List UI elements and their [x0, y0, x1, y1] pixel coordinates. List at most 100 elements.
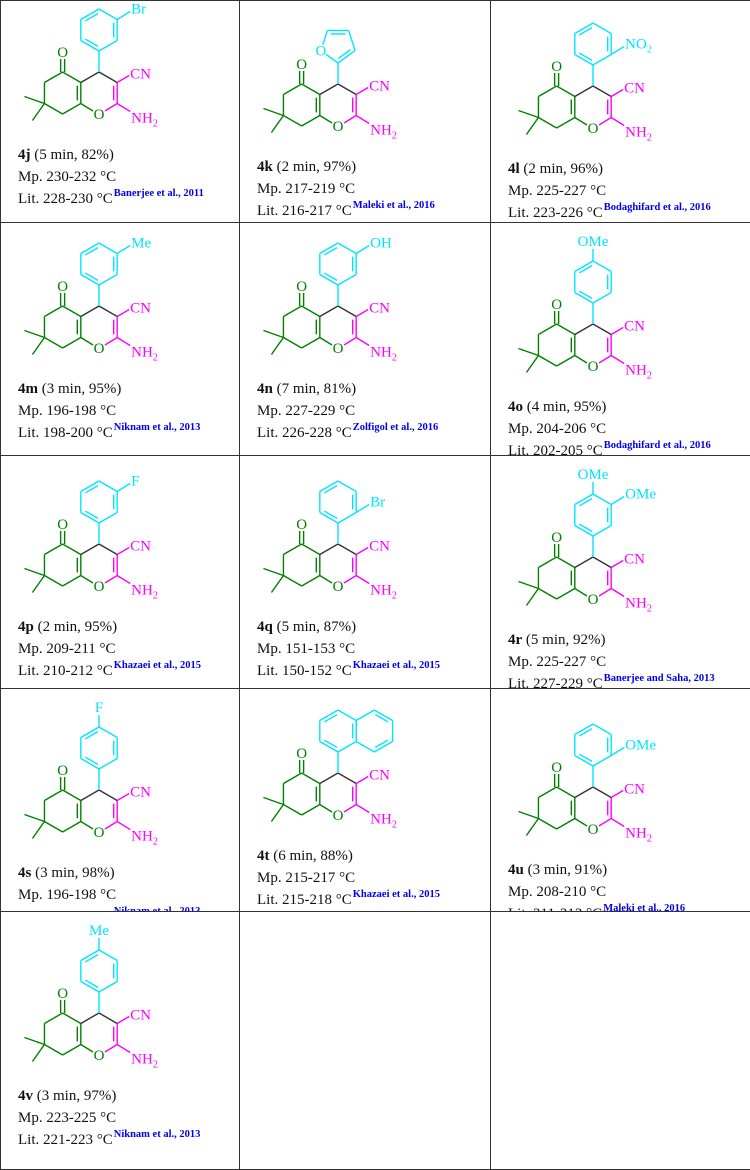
bond-c3-c4 [338, 773, 356, 784]
methyl-bond [518, 812, 538, 819]
substituent-para-label: OMe [578, 234, 609, 250]
bond-c4a-c5 [63, 306, 81, 317]
furan-bond [323, 30, 328, 44]
bond-c8a-o [320, 116, 332, 124]
substituent-meta-label: F [131, 474, 139, 490]
substituent-ortho-label: Br [370, 495, 385, 511]
bond-c7-c8 [283, 805, 301, 816]
aryl-ring-double-bond [85, 732, 98, 739]
cyano-label: CN [130, 301, 151, 317]
bond-o-c2 [599, 589, 611, 597]
bond-c3-c4 [593, 86, 611, 97]
aryl-ring-bond [99, 727, 117, 738]
bond-c3-c4 [338, 306, 356, 317]
aryl-ring-bond [99, 41, 117, 52]
literature-mp: Lit. 223-226 °CBodaghifard et al., 2016 [508, 202, 711, 223]
bond-c5-c6 [283, 84, 301, 95]
substituent-para-label: Me [89, 923, 109, 939]
literature-value: Lit. 227-229 °C [508, 676, 603, 689]
methyl-bond [271, 576, 283, 593]
aryl-ring-bond [99, 243, 117, 254]
substituent-text: F [95, 700, 103, 716]
bond-c8a-o [81, 338, 93, 346]
bond-c8a-o [81, 576, 93, 584]
amino-label: NH2 [625, 826, 652, 845]
aryl-ring-bond [593, 494, 611, 505]
bond-c4a-c5 [302, 773, 320, 784]
amino-subscript: 2 [392, 820, 397, 831]
bond-c3-c4 [338, 84, 356, 95]
bond-c8-c8a [557, 356, 575, 367]
reaction-conditions: (6 min, 88%) [273, 848, 353, 864]
bond-c3-cn [117, 310, 129, 317]
bond-c4-c4a [81, 306, 99, 317]
substituent-meta-label: Br [131, 2, 146, 18]
cyano-label: CN [130, 1008, 151, 1024]
bond-c3-cn [117, 76, 129, 83]
bond-o-c2 [105, 822, 117, 830]
bond-c4-c4a [320, 544, 338, 555]
compound-heading: 4j (5 min, 82%) [18, 144, 204, 166]
compound-heading: 4v (3 min, 97%) [18, 1085, 200, 1107]
bond-c8-c8a [302, 338, 320, 349]
aryl-ring-double-bond [324, 715, 337, 722]
aryl-ring-bond [338, 742, 356, 753]
methyl-bond [271, 116, 283, 133]
aryl-ring-bond [99, 275, 117, 286]
bond-c5-c6 [538, 787, 556, 798]
substituent-ortho-label: NO2 [625, 37, 652, 56]
bond-c3-c4 [99, 790, 117, 801]
ring-oxygen-label: O [94, 825, 105, 841]
aryl-ring-double-bond [324, 740, 337, 747]
aryl-ring-bond [593, 55, 611, 66]
bond-o-c2 [344, 116, 356, 124]
amino-label: NH2 [131, 345, 158, 364]
compound-id: 4v [18, 1088, 33, 1104]
amino-subscript: 2 [153, 591, 158, 602]
compound-id: 4o [508, 399, 523, 415]
literature-mp: Lit. 198-200 °CNiknam et al., 2013 [18, 422, 200, 444]
aryl-ring-double-bond [85, 14, 98, 21]
compound-heading: 4q (5 min, 87%) [257, 616, 440, 638]
aryl-ring-double-bond [85, 39, 98, 46]
aryl-ring-double-bond [579, 524, 592, 531]
naphthyl-ring-bond [356, 742, 374, 753]
literature-value: Lit. 223-226 °C [508, 205, 603, 221]
furan-bond [326, 54, 338, 63]
bond-c4a-c5 [63, 790, 81, 801]
ring-oxygen-label: O [588, 359, 599, 375]
methyl-bond [24, 815, 44, 822]
substituent-text: Br [370, 495, 385, 511]
bond-c2-nh2 [611, 118, 624, 126]
reaction-conditions: (7 min, 81%) [277, 381, 357, 397]
bond-c2-nh2 [611, 356, 624, 364]
bond-c2-nh2 [356, 116, 369, 124]
substituent-text: OMe [625, 738, 656, 754]
reaction-conditions: (3 min, 95%) [42, 381, 122, 397]
literature-value: Lit. 226-228 °C [257, 425, 352, 441]
bond-o-c2 [599, 118, 611, 126]
methyl-bond [24, 97, 44, 104]
bond-c3-cn [356, 310, 368, 317]
methyl-bond [32, 338, 44, 355]
naphthyl-ring-double-bond [375, 740, 388, 747]
bond-c4-c4a [575, 557, 593, 568]
aryl-ring-double-bond [324, 273, 337, 280]
aryl-ring-double-bond [579, 53, 592, 60]
methyl-bond [32, 1045, 44, 1062]
methyl-bond [518, 582, 538, 589]
compound-id: 4j [18, 147, 31, 163]
melting-point: Mp. 196-198 °C [18, 400, 200, 422]
ketone-oxygen-label: O [296, 57, 307, 73]
bond-c8-c8a [63, 822, 81, 833]
ring-oxygen-label: O [588, 822, 599, 838]
substituent-bond [611, 47, 624, 55]
bond-c8a-o [81, 1045, 93, 1053]
bond-c2-nh2 [117, 576, 130, 584]
aryl-ring-double-bond [579, 28, 592, 35]
cyano-label: CN [130, 539, 151, 555]
